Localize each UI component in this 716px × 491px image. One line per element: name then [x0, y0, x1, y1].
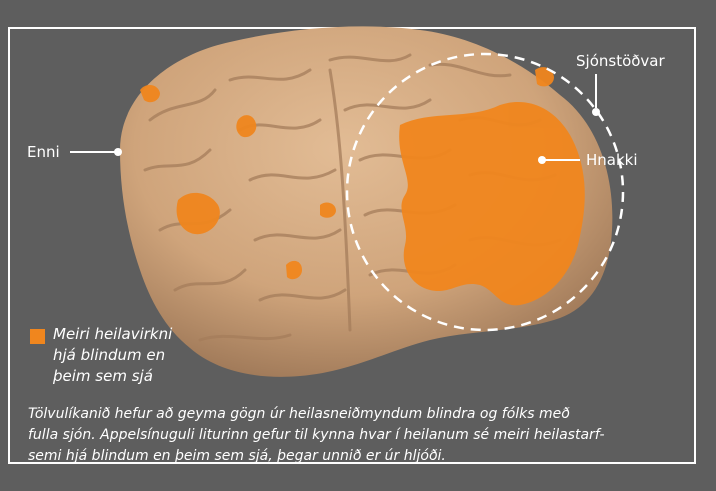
activity-region-occipital [399, 102, 585, 305]
figure-caption: Tölvulíkanið hefur að geyma gögn úr heil… [28, 404, 678, 467]
legend-swatch [30, 329, 45, 344]
label-frontal-lobe: Enni [27, 143, 60, 161]
label-visual-cortex: Sjónstöðvar [576, 52, 665, 70]
legend-text: Meiri heilavirkni hjá blindum en þeim se… [53, 324, 223, 387]
label-occipital-lobe: Hnakki [586, 151, 638, 169]
